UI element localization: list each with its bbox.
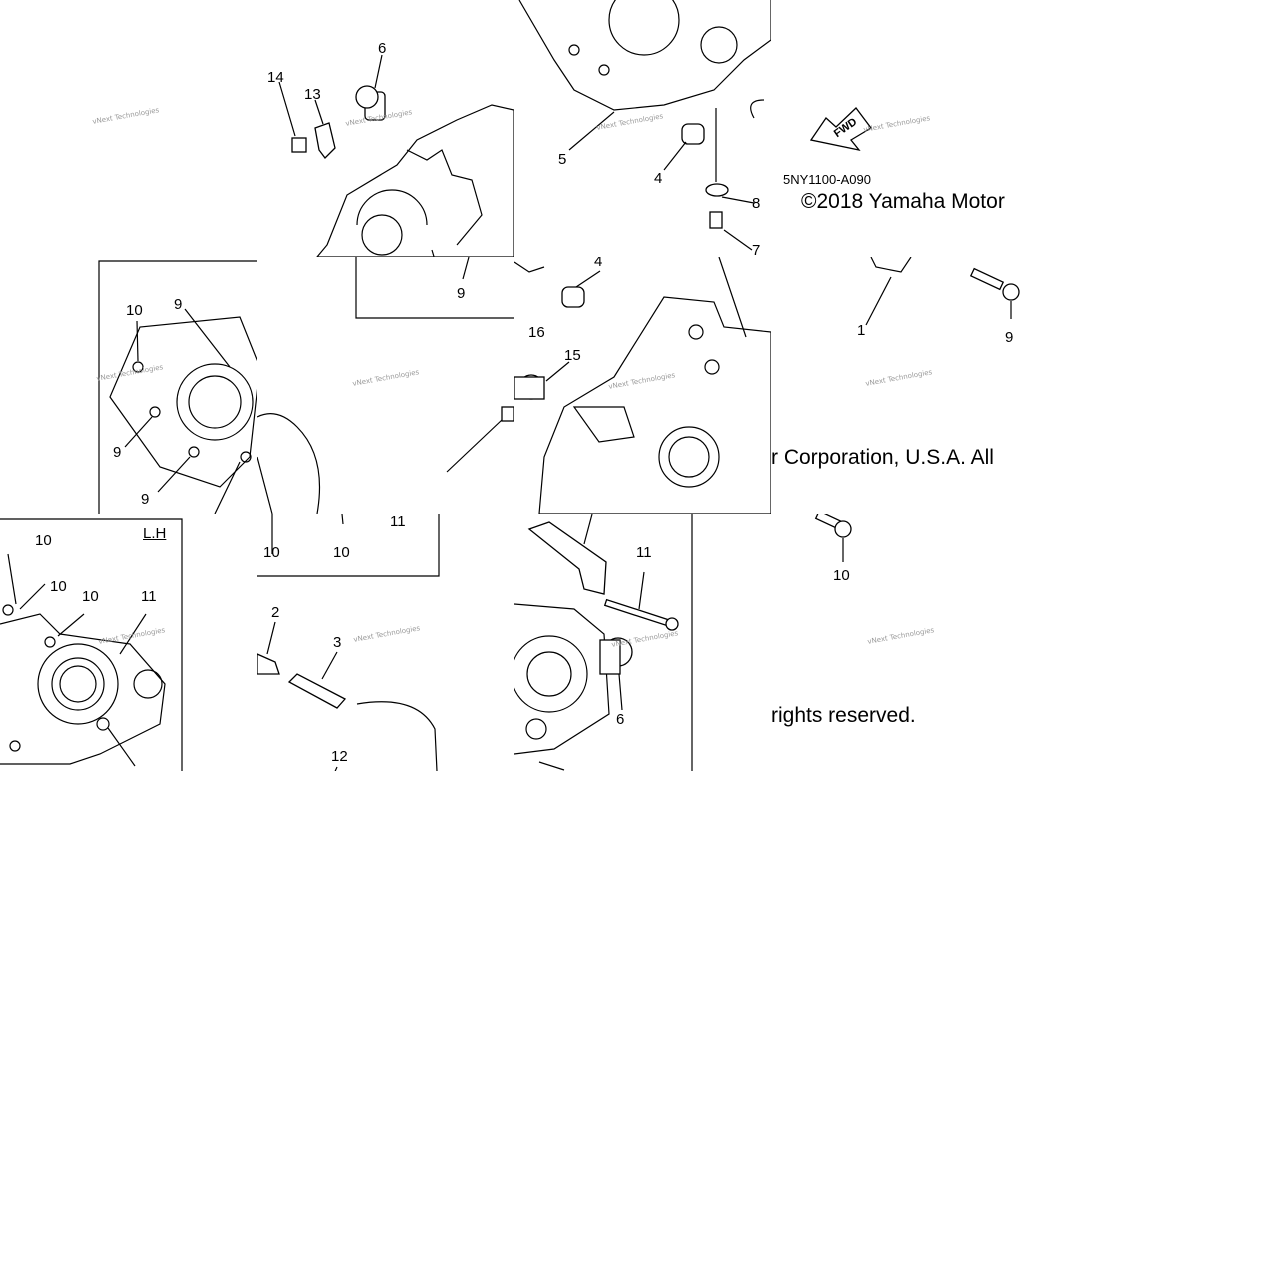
callout-4: 4 [654,170,663,187]
callout-10: 10 [263,544,280,561]
callout-10: 10 [35,532,52,549]
bolt-10-drawing [814,514,852,562]
callout-4: 4 [594,257,603,270]
callout-11: 11 [636,544,652,561]
diagram-tile-bolt-10: 10 rights reserved. vNext Technologies [771,514,1028,771]
callout-10: 10 [833,567,850,584]
callout-6: 6 [616,711,625,728]
hose-drawing [257,514,440,771]
callout-9: 9 [141,491,150,508]
callout-9: 9 [174,296,183,313]
callout-11: 11 [390,514,406,530]
bolt-drawing [865,257,1020,326]
callout-10: 10 [50,578,67,595]
callout-9: 9 [1005,329,1014,346]
oil-seal-drawing [514,514,693,771]
crankcase-right-drawing [518,0,771,251]
callout-2: 2 [271,604,280,621]
callout-10: 10 [333,544,350,561]
diagram-tile-lh-view: L.H 10 10 10 11 vNext Technologies [0,514,257,771]
callout-10: 10 [126,302,143,319]
callout-5: 5 [558,151,567,168]
watermark: vNext Technologies [91,106,160,126]
callout-12: 12 [331,748,348,765]
callout-7: 7 [752,242,761,257]
copyright-line-1: ©2018 Yamaha Motor [801,190,1005,213]
callout-8: 8 [752,195,761,212]
diagram-tile-crankcase-right-top: 5 4 8 7 vNext Technologies [514,0,771,257]
diagram-tile-lh-cover: 10 9 9 9 vNext Technologies [0,257,257,514]
callout-9: 9 [457,285,466,302]
part-code: 5NY1100-A090 [783,172,871,187]
diagram-tile-cover-edge: 9 vNext Technologies [257,257,514,514]
crankcase-left-drawing [278,54,514,257]
copyright-line-2: r Corporation, U.S.A. All [771,446,994,469]
callout-16: 16 [528,324,545,341]
copyright-line-3: rights reserved. [771,704,916,727]
lh-view-drawing [0,518,183,771]
diagram-tile-bolt: 1 9 r Corporation, U.S.A. All vNext Tech… [771,257,1028,514]
side-label-lh: L.H [143,525,167,542]
crankcase-right-main-drawing [514,257,771,514]
callout-1: 1 [857,322,866,339]
cover-edge-drawing [257,257,514,514]
callout-9: 9 [113,444,122,461]
callout-13: 13 [304,86,321,103]
diagram-tile-oil-seal: 11 6 vNext Technologies [514,514,771,771]
callout-3: 3 [333,634,342,651]
callout-6: 6 [378,40,387,57]
lh-cover-drawing [98,260,257,514]
diagram-tile-fwd: FWD 5NY1100-A090 ©2018 Yamaha Motor vNex… [771,0,1028,257]
callout-11: 11 [141,588,157,605]
callout-15: 15 [564,347,581,364]
diagram-tile-hose: 10 10 11 2 3 12 vNext Technologies [257,514,514,771]
diagram-tile-blank: vNext Technologies [0,0,257,257]
diagram-tile-crankcase-right: 4 16 15 vNext Technologies [514,257,771,514]
callout-14: 14 [267,69,284,86]
callout-10: 10 [82,588,99,605]
diagram-tile-crankcase-top: 6 14 13 vNext Technologies [257,0,514,257]
fwd-arrow-icon [809,107,872,152]
